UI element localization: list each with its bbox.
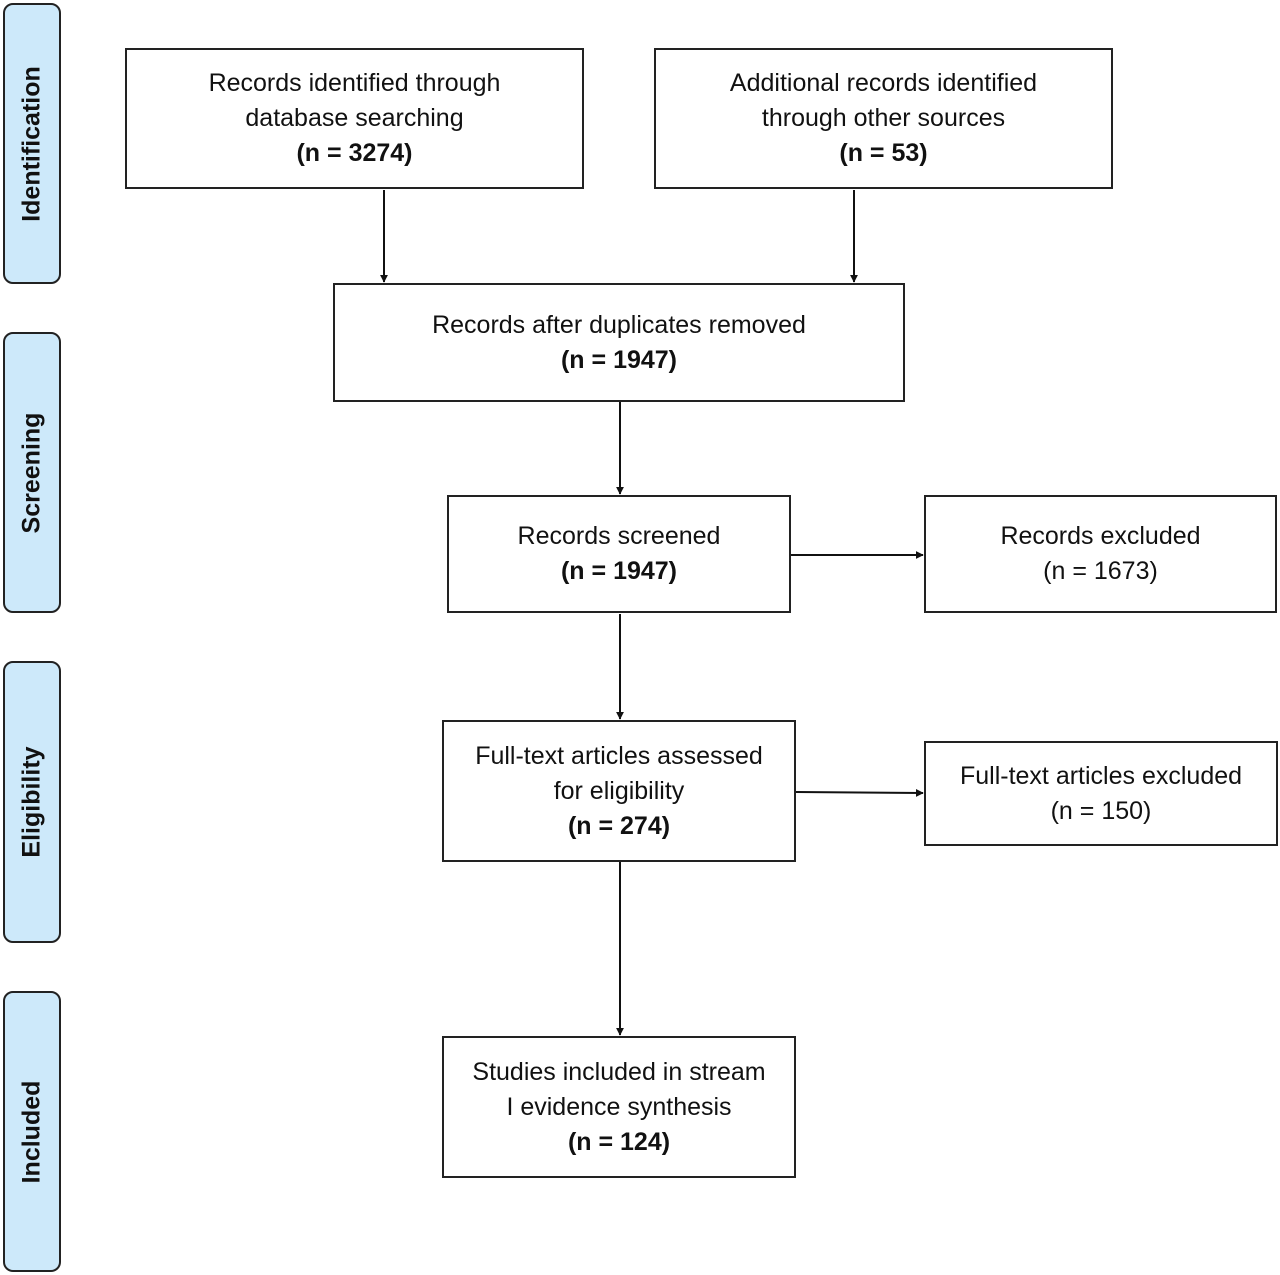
box-records-screened: Records screened (n = 1947) <box>447 495 791 613</box>
phase-eligibility: Eligibility <box>3 661 61 943</box>
box-database-line1: Records identified through <box>208 69 501 97</box>
box-dedup-line1: Records after duplicates removed <box>432 310 806 339</box>
box-screened-line1: Records screened <box>517 522 721 550</box>
phase-eligibility-label: Eligibility <box>17 746 46 858</box>
box-database-line2: database searching <box>245 104 464 132</box>
box-other-line1: Additional records identified <box>729 69 1038 97</box>
box-after-duplicates: Records after duplicates removed (n = 19… <box>333 283 905 402</box>
phase-screening: Screening <box>3 332 61 613</box>
box-fulltext-excluded: Full-text articles excluded (n = 150) <box>924 741 1278 846</box>
phase-identification-label: Identification <box>17 65 46 222</box>
box-studies-included: Studies included in stream I evidence sy… <box>442 1036 796 1178</box>
box-included-count: (n = 124) <box>567 1127 671 1156</box>
box-excluded-count: (n = 1673) <box>1043 557 1158 585</box>
phase-screening-label: Screening <box>17 412 46 533</box>
box-database-records: Records identified through database sear… <box>125 48 584 189</box>
box-records-excluded: Records excluded (n = 1673) <box>924 495 1277 613</box>
box-fulltext-excluded-count: (n = 150) <box>1050 796 1152 825</box>
box-fulltext-count: (n = 274) <box>567 811 671 840</box>
box-database-count: (n = 3274) <box>296 139 413 167</box>
box-other-count: (n = 53) <box>839 139 928 167</box>
phase-included: Included <box>3 991 61 1272</box>
phase-included-label: Included <box>17 1080 46 1183</box>
box-other-sources: Additional records identified through ot… <box>654 48 1113 189</box>
box-fulltext-line1: Full-text articles assessed <box>475 741 763 770</box>
box-fulltext-line2: for eligibility <box>553 776 685 805</box>
box-other-line2: through other sources <box>761 104 1006 132</box>
box-fulltext-assessed: Full-text articles assessed for eligibil… <box>442 720 796 862</box>
box-fulltext-excluded-line1: Full-text articles excluded <box>959 761 1243 790</box>
arrow-fulltext-to-excluded <box>795 788 924 797</box>
phase-identification: Identification <box>3 3 61 284</box>
box-dedup-count: (n = 1947) <box>560 345 678 374</box>
box-included-line1: Studies included in stream <box>472 1057 766 1086</box>
box-excluded-line1: Records excluded <box>1000 522 1201 550</box>
box-included-line2: I evidence synthesis <box>506 1092 732 1121</box>
box-screened-count: (n = 1947) <box>560 557 678 585</box>
